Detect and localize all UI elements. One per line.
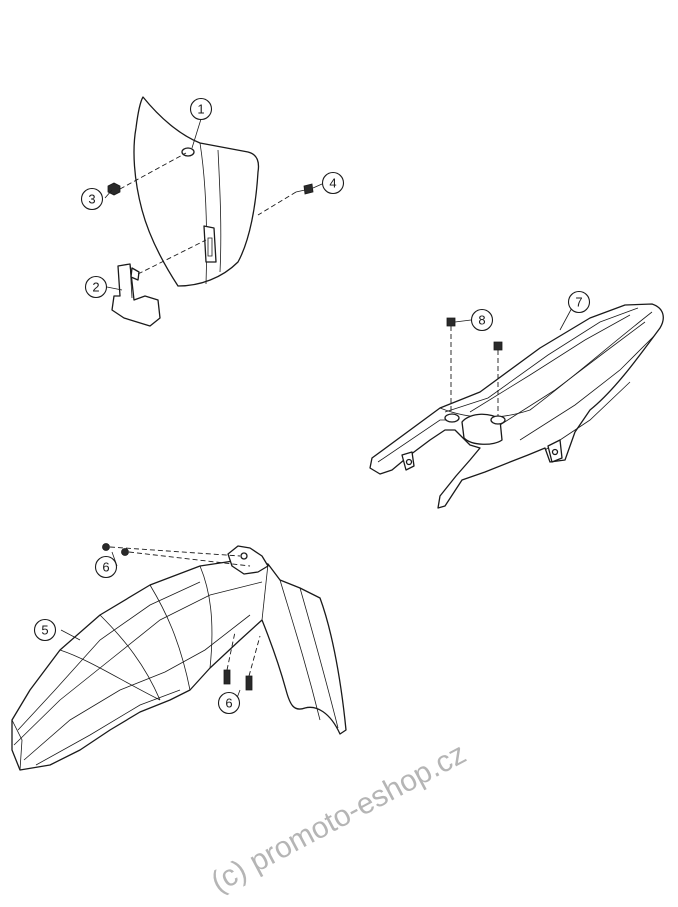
nut-part-3	[107, 182, 121, 196]
assembly-lines-plate	[119, 152, 297, 275]
callout-7-label: 7	[575, 295, 582, 310]
callout-4-label: 4	[329, 176, 336, 191]
callout-1: 1	[189, 97, 213, 121]
callout-1-label: 1	[197, 102, 204, 117]
callout-3-label: 3	[88, 192, 95, 207]
screws-part-8	[446, 317, 503, 416]
callout-2-label: 2	[92, 280, 99, 295]
number-plate-part-1	[133, 96, 260, 287]
callout-6-bottom-label: 6	[225, 696, 232, 711]
rear-fender-part-7	[369, 303, 664, 509]
callout-8: 8	[470, 308, 494, 332]
bracket-part-2	[111, 263, 161, 327]
callout-6-bottom: 6	[217, 691, 241, 715]
front-fender-part-5	[11, 545, 347, 771]
callout-7: 7	[567, 290, 591, 314]
screw-part-4	[295, 183, 314, 195]
callout-6-top-label: 6	[102, 560, 109, 575]
screws-part-6	[102, 543, 261, 691]
callout-5: 5	[33, 618, 57, 642]
callout-5-label: 5	[41, 623, 48, 638]
callout-6-top: 6	[94, 555, 118, 579]
callout-2: 2	[84, 275, 108, 299]
callout-8-label: 8	[478, 313, 485, 328]
watermark-text: (c) promoto-eshop.cz	[206, 737, 472, 899]
callout-4: 4	[321, 171, 345, 195]
callout-3: 3	[80, 187, 104, 211]
